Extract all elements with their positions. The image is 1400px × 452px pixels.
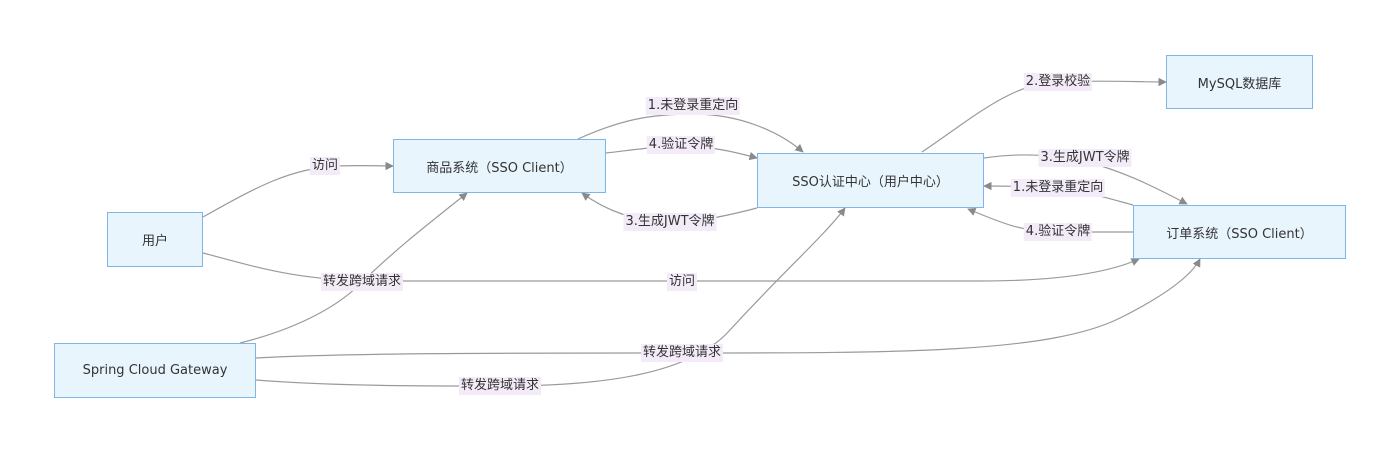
- edge-label-goods-sso-redirect: 1.未登录重定向: [645, 97, 741, 115]
- node-user-label: 用户: [141, 234, 168, 249]
- node-order-system: 订单系统（SSO Client）: [1133, 205, 1346, 259]
- node-mysql-label: MySQL数据库: [1197, 76, 1282, 92]
- node-gateway-label: Spring Cloud Gateway: [82, 363, 228, 378]
- edge-label-order-sso-redirect: 1.未登录重定向: [1010, 179, 1106, 197]
- node-mysql: MySQL数据库: [1166, 55, 1313, 109]
- node-user: 用户: [107, 212, 203, 267]
- edge-label-sso-order-jwt: 3.生成JWT令牌: [1038, 149, 1132, 167]
- node-sso-center-label: SSO认证中心（用户中心）: [792, 175, 949, 190]
- edge-label-gateway-goods: 转发跨域请求: [320, 273, 404, 291]
- edge-label-user-goods: 访问: [309, 157, 341, 175]
- edge-user-to-goods: [202, 161, 394, 218]
- node-order-system-label: 订单系统（SSO Client）: [1166, 226, 1313, 242]
- edge-label-gateway-order: 转发跨域请求: [640, 344, 724, 362]
- node-goods-system-label: 商品系统（SSO Client）: [426, 160, 573, 176]
- edge-label-sso-mysql: 2.登录校验: [1023, 73, 1093, 91]
- node-sso-center: SSO认证中心（用户中心）: [757, 153, 984, 208]
- edge-sso-to-mysql: [921, 77, 1167, 153]
- edge-label-goods-sso-verify: 4.验证令牌: [646, 136, 716, 154]
- node-goods-system: 商品系统（SSO Client）: [393, 139, 606, 193]
- edge-label-user-order: 访问: [666, 273, 698, 291]
- node-gateway: Spring Cloud Gateway: [54, 343, 256, 398]
- edge-label-order-sso-verify: 4.验证令牌: [1023, 223, 1093, 241]
- edge-gateway-to-goods: [239, 192, 468, 344]
- edge-label-gateway-sso: 转发跨域请求: [458, 377, 542, 395]
- edge-gateway-to-order: [255, 258, 1201, 359]
- edge-gateway-to-sso: [255, 207, 846, 387]
- edge-label-sso-goods-jwt: 3.生成JWT令牌: [623, 213, 717, 231]
